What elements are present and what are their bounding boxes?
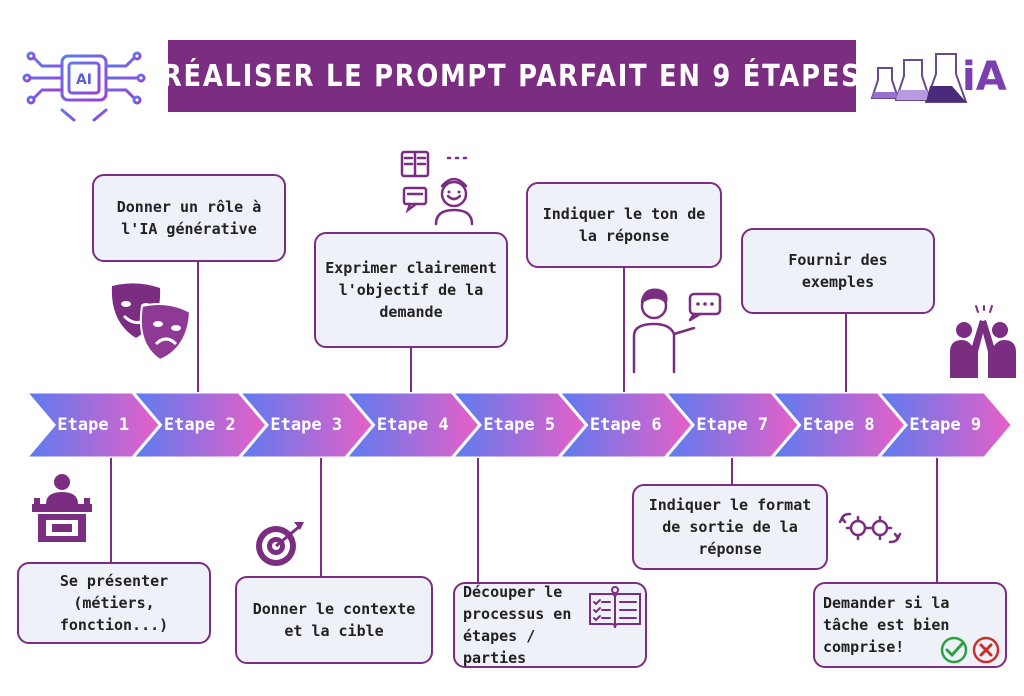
connector-6 — [623, 268, 625, 392]
speaking-person-icon — [632, 288, 722, 374]
logo-text: iA — [962, 54, 1007, 100]
step-4-text: Exprimer clairement l'objectif de la dem… — [325, 259, 497, 321]
step-7-text: Indiquer le format de sortie de la répon… — [648, 496, 812, 558]
chip-label: AI — [76, 72, 92, 88]
step-3-box: Donner le contexte et la cible — [235, 576, 433, 664]
target-icon — [256, 522, 304, 566]
step-2-box: Donner un rôle à l'IA générative — [92, 174, 286, 262]
connector-1 — [110, 458, 112, 564]
chevron-step-9 — [874, 390, 1015, 460]
step-6-box: Indiquer le ton de la réponse — [526, 182, 722, 268]
step-9-text: Demander si la tâche est bien comprise! — [823, 594, 950, 656]
connector-7 — [731, 458, 733, 486]
chevron-label-6: Etape 6 — [589, 415, 662, 435]
chevron-label-4: Etape 4 — [376, 415, 449, 435]
connector-4 — [410, 346, 412, 392]
chevron-label-2: Etape 2 — [163, 415, 236, 435]
check-icon — [940, 636, 968, 664]
step-5-text: Découper le processus en étapes / partie… — [463, 583, 572, 667]
step-2-text: Donner un rôle à l'IA générative — [116, 198, 262, 238]
step-4-box: Exprimer clairement l'objectif de la dem… — [314, 232, 508, 348]
step-8-box: Fournir des exemples — [741, 228, 935, 314]
high-five-icon — [950, 305, 1016, 378]
chevron-label-8: Etape 8 — [802, 415, 875, 435]
gears-icon — [838, 512, 902, 544]
connector-3 — [320, 458, 322, 576]
theater-masks-icon — [111, 283, 192, 362]
flasks-icon — [870, 53, 968, 103]
connector-5 — [477, 458, 479, 582]
connector-9 — [936, 458, 938, 582]
speaker-podium-icon — [32, 474, 92, 542]
connector-8 — [845, 314, 847, 392]
step-6-text: Indiquer le ton de la réponse — [542, 205, 706, 245]
step-7-box: Indiquer le format de sortie de la répon… — [632, 484, 828, 570]
title-banner: RÉALISER LE PROMPT PARFAIT EN 9 ÉTAPES — [162, 40, 860, 112]
chevron-label-9: Etape 9 — [909, 415, 982, 435]
step-1-text: Se présenter (métiers, fonction...) — [59, 572, 169, 634]
step-3-text: Donner le contexte et la cible — [252, 600, 416, 640]
page-title: RÉALISER LE PROMPT PARFAIT EN 9 ÉTAPES — [162, 58, 862, 94]
checklist-book-icon — [589, 586, 641, 629]
chevron-label-1: Etape 1 — [57, 415, 130, 435]
chevron-label-3: Etape 3 — [270, 415, 343, 435]
chevron-label-7: Etape 7 — [696, 415, 769, 435]
chevron-label-5: Etape 5 — [483, 415, 556, 435]
ai-chip-icon: AI — [22, 20, 146, 140]
cross-icon — [972, 636, 1000, 664]
step-1-box: Se présenter (métiers, fonction...) — [17, 562, 211, 644]
connector-2 — [197, 260, 199, 392]
user-ideas-icon — [400, 150, 474, 226]
step-8-text: Fournir des exemples — [788, 251, 888, 291]
